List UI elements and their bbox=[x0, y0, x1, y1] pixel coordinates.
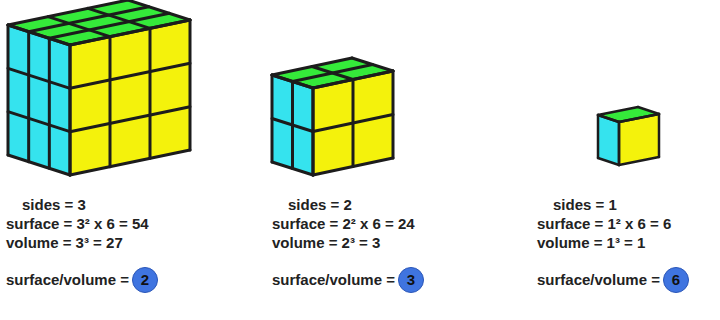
cube-edge bbox=[598, 107, 638, 115]
cube-edge bbox=[392, 71, 395, 158]
cube-edge bbox=[598, 115, 619, 122]
cube-edge bbox=[619, 114, 659, 122]
side-count: sides = 3 bbox=[22, 196, 86, 214]
cube-edge bbox=[658, 114, 661, 157]
ratio-circle: 3 bbox=[398, 267, 424, 293]
surface-formula: surface = 1² x 6 = 6 bbox=[537, 215, 671, 233]
cube-edge bbox=[69, 45, 72, 175]
ratio-label: surface/volume = bbox=[6, 271, 129, 289]
cube-edge bbox=[597, 115, 600, 158]
cube-edge bbox=[70, 107, 190, 132]
cube-edge bbox=[29, 7, 149, 32]
side-count: sides = 1 bbox=[553, 196, 617, 214]
cube-edge bbox=[638, 107, 659, 114]
cube-right-face bbox=[313, 71, 393, 175]
cube-edge bbox=[313, 158, 393, 175]
cube-edge bbox=[149, 28, 152, 158]
cube-edge bbox=[272, 162, 313, 175]
cube-edge bbox=[128, 0, 190, 20]
cube-edge bbox=[70, 150, 190, 175]
cube-left-face bbox=[8, 25, 70, 175]
cube-edge bbox=[88, 8, 150, 28]
cube-edge bbox=[8, 112, 70, 132]
cube bbox=[272, 58, 393, 175]
ratio-value: 3 bbox=[407, 271, 415, 289]
surface-formula: surface = 2² x 6 = 24 bbox=[272, 215, 415, 233]
cube-edge bbox=[109, 37, 112, 167]
ratio-label: surface/volume = bbox=[272, 271, 395, 289]
cube-edge bbox=[7, 25, 10, 155]
side-count: sides = 2 bbox=[288, 196, 352, 214]
cube-edge bbox=[8, 155, 70, 175]
cube bbox=[598, 107, 659, 165]
ratio-value: 6 bbox=[672, 271, 680, 289]
ratio-value: 2 bbox=[141, 271, 149, 289]
volume-formula: volume = 3³ = 27 bbox=[6, 234, 123, 252]
cube-edge bbox=[352, 58, 393, 71]
cube-edge bbox=[598, 158, 619, 165]
cube-edge bbox=[271, 75, 274, 162]
cube-left-face bbox=[598, 115, 619, 165]
cube-edge bbox=[619, 114, 659, 122]
cube-edge bbox=[8, 68, 70, 88]
cube-edge bbox=[27, 32, 30, 162]
cube-edge bbox=[70, 20, 190, 45]
cube-right-face bbox=[70, 20, 190, 175]
cube-edge bbox=[70, 63, 190, 88]
ratio-label: surface/volume = bbox=[537, 271, 660, 289]
cube-left-face bbox=[272, 75, 313, 175]
surface-formula: surface = 3² x 6 = 54 bbox=[6, 215, 149, 233]
ratio-circle: 6 bbox=[663, 267, 689, 293]
cube-edge bbox=[70, 20, 190, 45]
volume-formula: volume = 1³ = 1 bbox=[537, 234, 645, 252]
cube-edge bbox=[48, 38, 51, 168]
cube bbox=[8, 0, 190, 175]
cube-edge bbox=[619, 157, 659, 165]
cube-edge bbox=[8, 0, 128, 25]
cube-edge bbox=[69, 45, 72, 175]
ratio-circle: 2 bbox=[132, 267, 158, 293]
cube-right-face bbox=[619, 114, 659, 165]
cube-edge bbox=[189, 20, 192, 150]
cube-edge bbox=[618, 122, 621, 165]
cube-edge bbox=[598, 115, 619, 122]
cube-edge bbox=[272, 119, 313, 132]
cube-edge bbox=[312, 67, 353, 80]
cube-edge bbox=[272, 58, 352, 75]
cube-edge bbox=[313, 115, 393, 132]
volume-formula: volume = 2³ = 3 bbox=[272, 234, 380, 252]
cube-edge bbox=[618, 122, 621, 165]
